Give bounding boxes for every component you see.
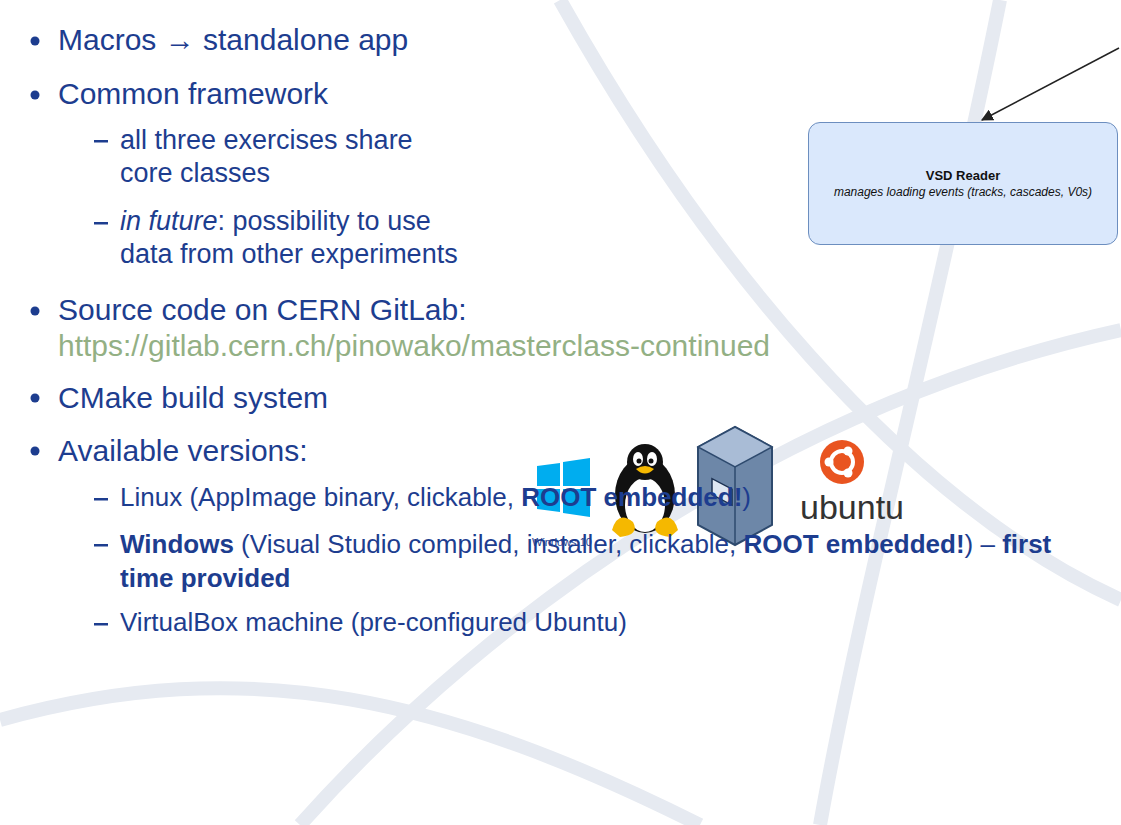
bullet-text: Macros → standalone app bbox=[58, 23, 408, 56]
bullet-line: in future: possibility to use data from … bbox=[120, 205, 460, 271]
bullet-line: all three exercises share core classes bbox=[120, 124, 460, 190]
bullet-text: ) – bbox=[965, 529, 1003, 559]
bullet-line: Macros → standalone app bbox=[58, 22, 408, 58]
bullet-line: Common framework bbox=[58, 76, 328, 112]
bullet-text: Common framework bbox=[58, 77, 328, 110]
process-box: VSD Readermanages loading events (tracks… bbox=[808, 122, 1118, 245]
emphasis-text: ROOT embedded! bbox=[521, 482, 742, 512]
emphasis-text: ROOT embedded! bbox=[744, 529, 965, 559]
emphasis-text: Windows bbox=[120, 529, 234, 559]
bullet-text: https://gitlab.cern.ch/pinowako/mastercl… bbox=[58, 329, 770, 362]
bullet-line: CMake build system bbox=[58, 380, 328, 416]
bullet-text: Source code on CERN GitLab: bbox=[58, 293, 467, 326]
bullet-text: CMake build system bbox=[58, 381, 328, 414]
bullet-text: in future bbox=[120, 206, 218, 236]
bullet-text: (Visual Studio compiled, installer, clic… bbox=[234, 529, 744, 559]
leader-arrow bbox=[982, 48, 1119, 120]
bullet-text: all three exercises share core classes bbox=[120, 125, 420, 188]
bullet-line: Linux (AppImage binary, clickable, ROOT … bbox=[120, 482, 751, 513]
bullet-line: https://gitlab.cern.ch/pinowako/mastercl… bbox=[58, 328, 770, 364]
bullet-text: ubuntu bbox=[800, 488, 904, 526]
logo-wordmark: ubuntu bbox=[800, 487, 904, 528]
bullet-line: VirtualBox machine (pre-configured Ubunt… bbox=[120, 607, 627, 638]
box-heading: VSD Reader bbox=[926, 168, 1000, 184]
bullet-text: ) bbox=[742, 482, 751, 512]
bullet-line: Source code on CERN GitLab: bbox=[58, 292, 467, 328]
bullet-line: Windows (Visual Studio compiled, install… bbox=[120, 527, 1110, 595]
bullet-text: Available versions: bbox=[58, 434, 308, 467]
box-description: manages loading events (tracks, cascades… bbox=[834, 184, 1092, 200]
bullet-text: Windows 10 bbox=[532, 536, 592, 548]
bullet-text: Linux (AppImage binary, clickable, bbox=[120, 482, 521, 512]
logo-caption: Windows 10 bbox=[532, 536, 592, 549]
bullet-line: Available versions: bbox=[58, 433, 308, 469]
ubuntu-logo bbox=[820, 440, 864, 484]
bullet-text: VirtualBox machine (pre-configured Ubunt… bbox=[120, 607, 627, 637]
